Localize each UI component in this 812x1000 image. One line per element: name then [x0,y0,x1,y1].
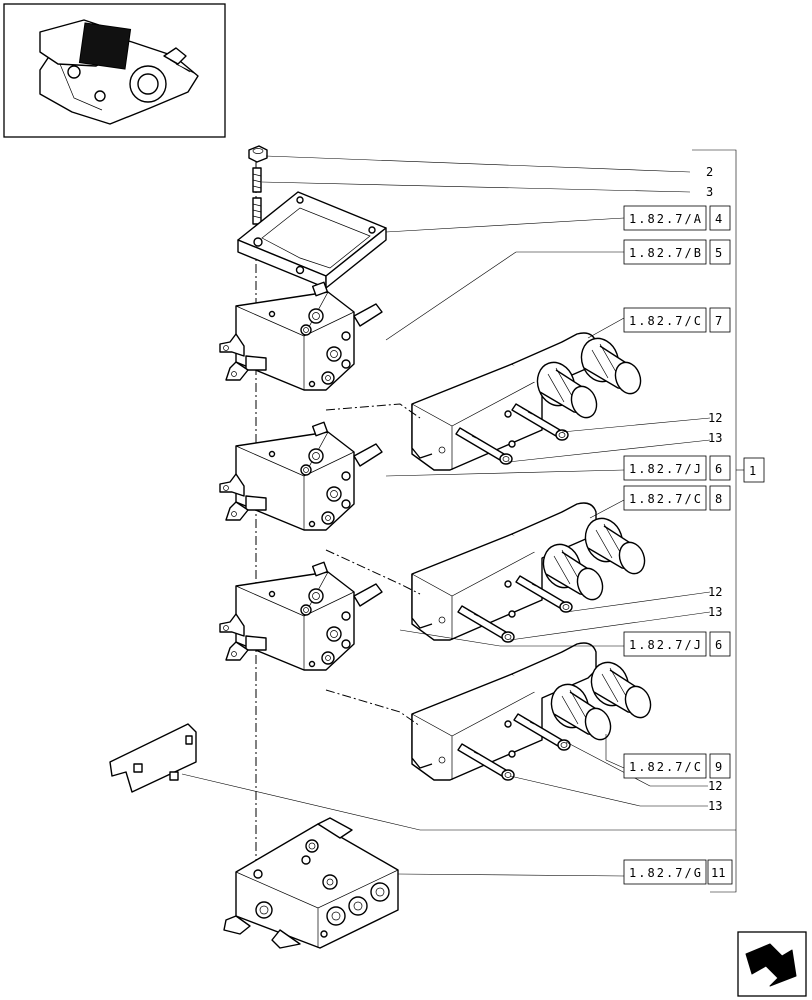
callout-2: 2 [706,165,713,179]
callout-4-ref: 1.82.7/A [629,212,702,226]
control-valve-3 [219,561,383,671]
gasket-plate-part [109,723,197,793]
nut-part [248,145,268,163]
callout-7: 1.82.7/C 7 [623,307,731,333]
callout-13b: 13 [708,605,722,619]
callout-5-num: 5 [715,246,722,260]
callout-12c: 12 [708,779,722,793]
callout-12a: 12 [708,411,722,425]
tractor-valve-thumbnail [3,3,226,138]
group-callout-1-label: 1 [749,464,756,478]
group-callout-1: 1 [743,457,765,483]
control-valve-2 [219,421,383,531]
callout-4: 1.82.7/A 4 [623,205,731,231]
end-block-part [223,817,399,949]
callout-11: 1.82.7/G 11 [623,859,733,885]
callout-9: 1.82.7/C 9 [623,753,731,779]
callout-12b: 12 [708,585,722,599]
stud-part [252,167,262,225]
callout-6a-num: 6 [715,462,722,476]
callout-12a-label: 12 [708,411,722,425]
callout-5: 1.82.7/B 5 [623,239,731,265]
callout-13a-label: 13 [708,431,722,445]
callout-8-num: 8 [715,492,722,506]
callout-12b-label: 12 [708,585,722,599]
control-valve-1 [219,281,383,391]
callout-6b: 1.82.7/J 6 [623,631,731,657]
callout-2-label: 2 [706,165,713,179]
callout-3: 3 [706,185,713,199]
callout-12c-label: 12 [708,779,722,793]
next-page-arrow-icon[interactable] [737,931,807,997]
callout-13c-label: 13 [708,799,722,813]
callout-6a: 1.82.7/J 6 [623,455,731,481]
callout-7-num: 7 [715,314,722,328]
callout-13a: 13 [708,431,722,445]
callout-6b-num: 6 [715,638,722,652]
callout-13b-label: 13 [708,605,722,619]
leader-lines [181,155,744,877]
callout-9-num: 9 [715,760,722,774]
callout-11-num: 11 [711,866,725,880]
callout-8: 1.82.7/C 8 [623,485,731,511]
callout-13c: 13 [708,799,722,813]
callout-3-label: 3 [706,185,713,199]
callout-4-num: 4 [715,212,722,226]
cover-plate-part [237,191,387,289]
